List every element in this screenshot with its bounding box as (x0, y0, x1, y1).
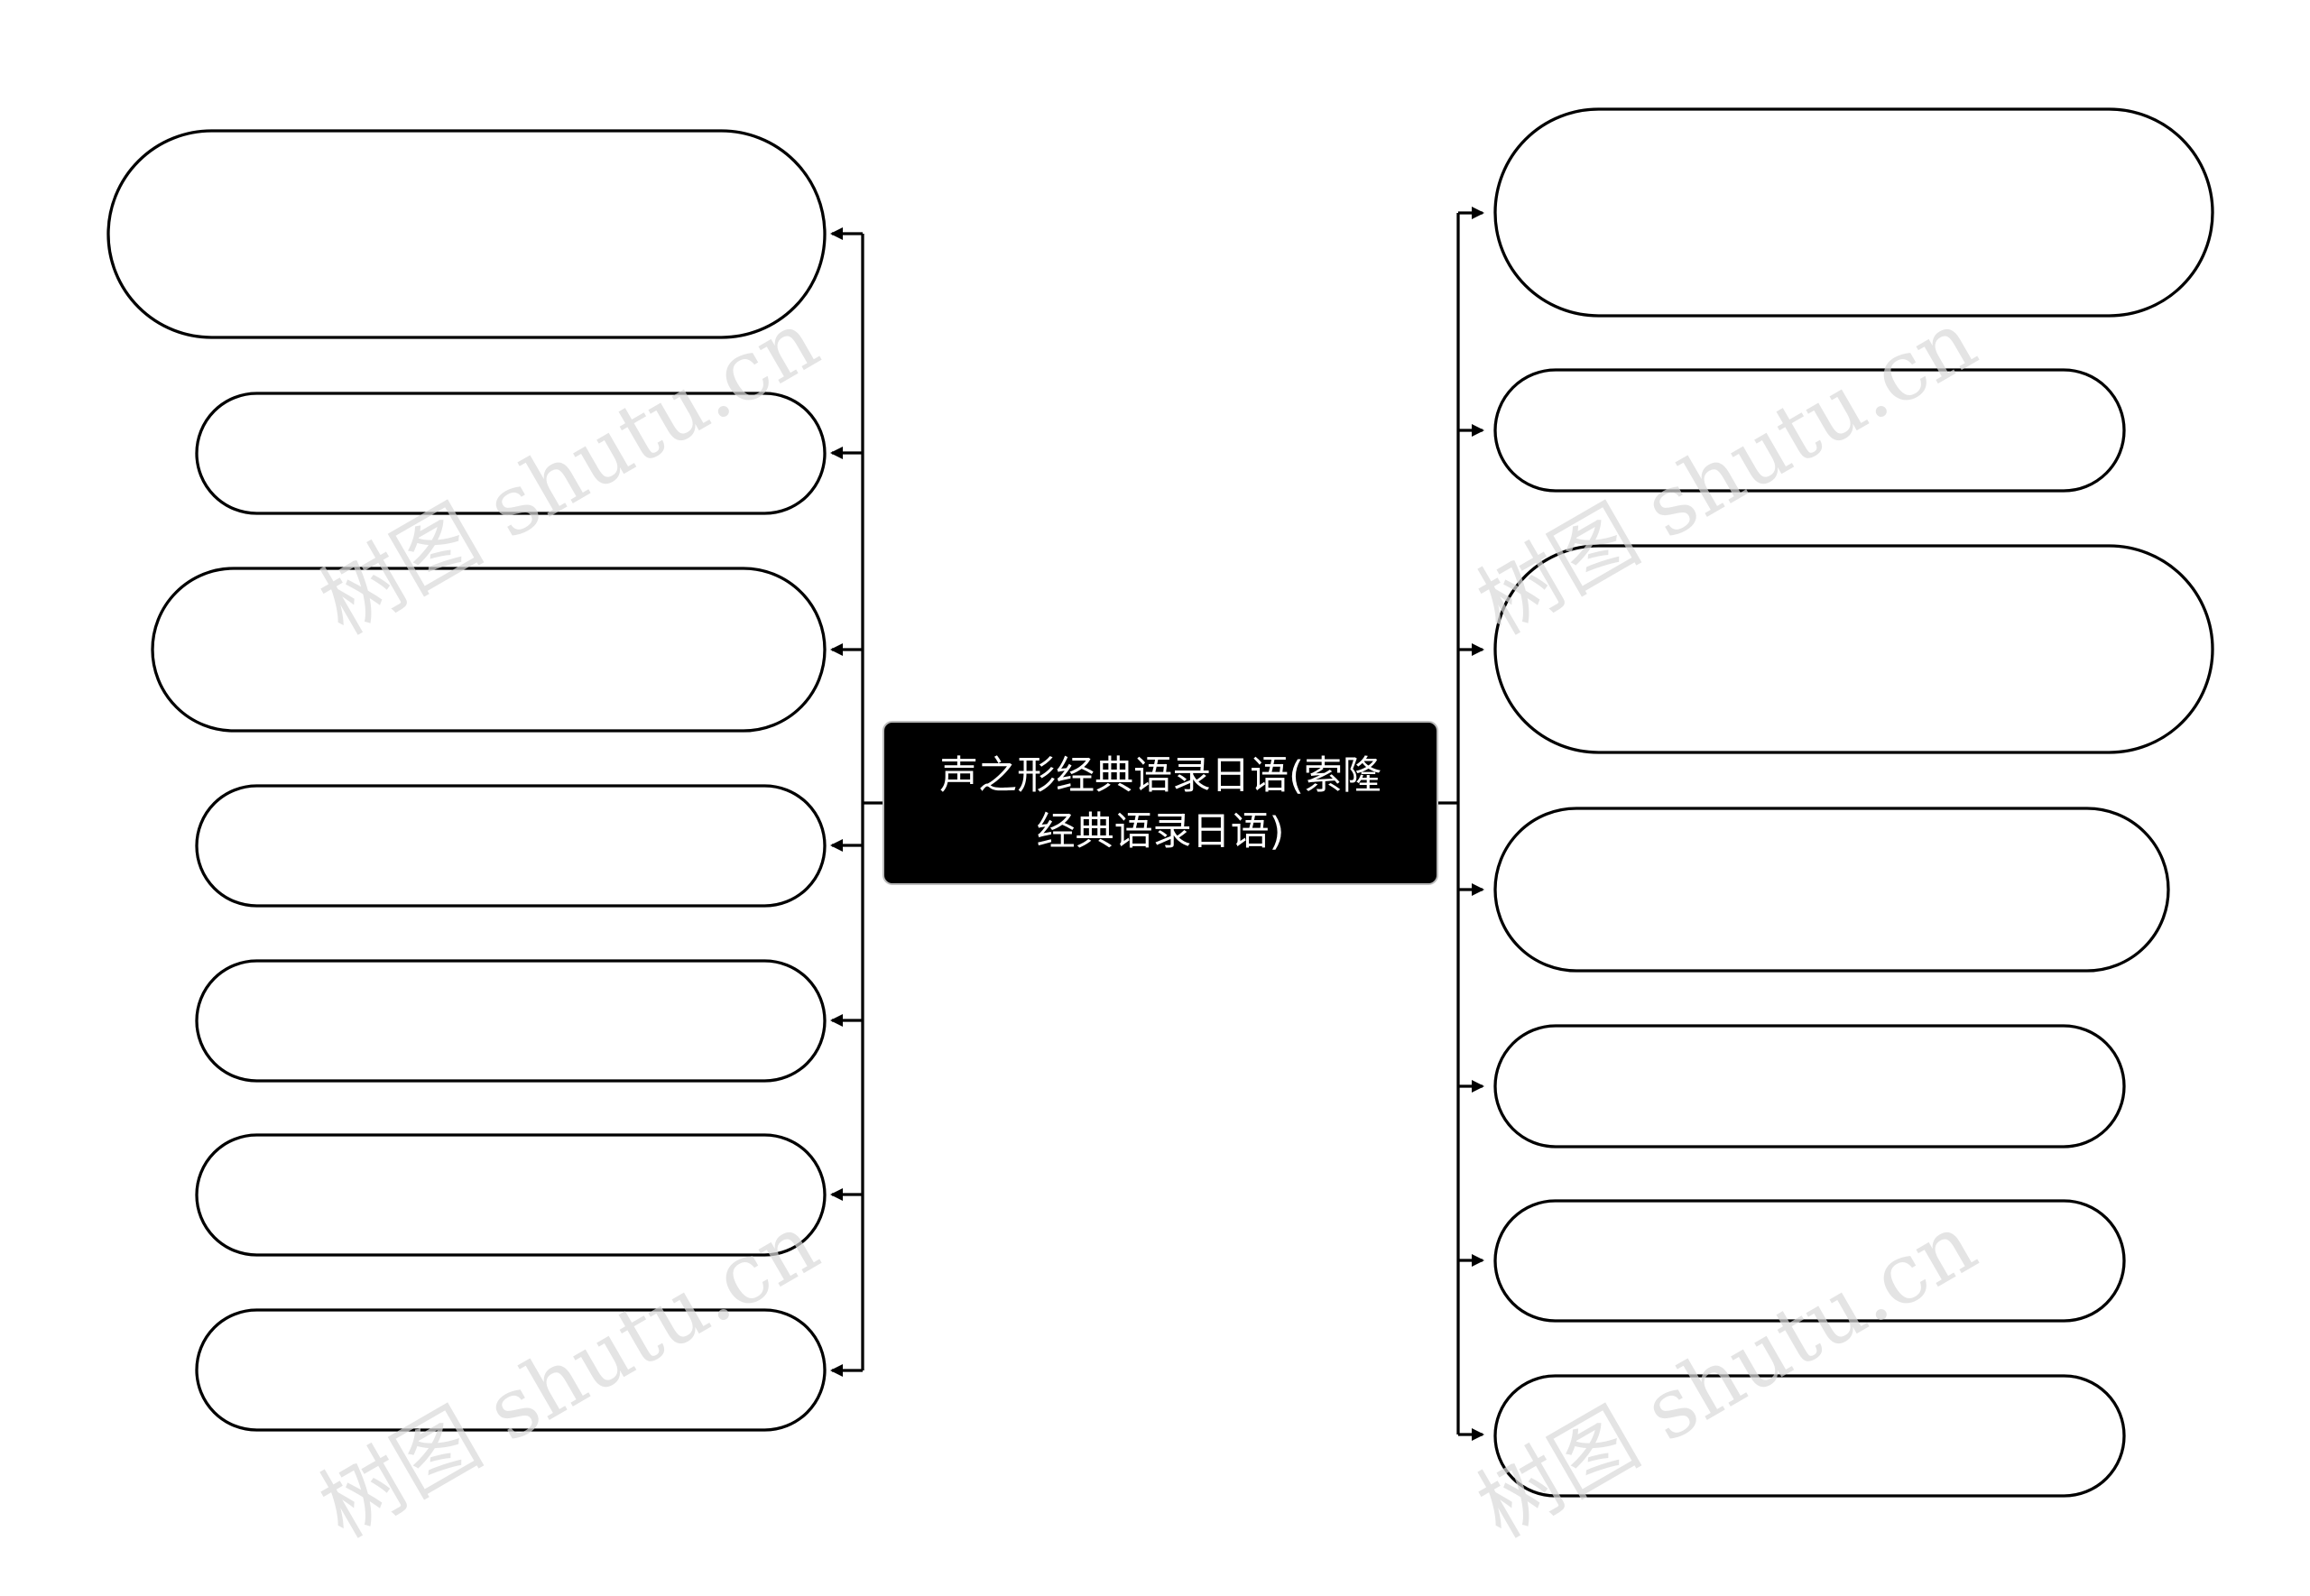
left-branch-node-5[interactable] (195, 959, 827, 1083)
left-connector-trunk (861, 234, 884, 1370)
right-branch-node-4[interactable] (1493, 807, 2170, 973)
center-topic-line-1: 声之形经典语录日语(索隆 (939, 753, 1381, 798)
arrow-left-5 (830, 1014, 843, 1027)
arrow-left-2 (830, 447, 843, 459)
center-topic-box (882, 721, 1438, 885)
arrow-left-4 (830, 839, 843, 852)
right-branch-node-7[interactable] (1493, 1374, 2126, 1498)
right-branch-node-6[interactable] (1493, 1199, 2126, 1323)
right-branch-node-5[interactable] (1493, 1024, 2126, 1149)
left-branch-node-3[interactable] (151, 567, 827, 733)
arrow-left-3 (830, 643, 843, 656)
left-branch-node-7[interactable] (195, 1308, 827, 1432)
arrow-right-4 (1472, 883, 1484, 896)
arrow-left-1 (830, 227, 843, 240)
center-topic-line-2: 经典语录日语) (1037, 809, 1285, 854)
right-branch-node-1[interactable] (1493, 107, 2214, 318)
arrow-right-1 (1472, 207, 1484, 219)
right-connector-trunk (1437, 213, 1460, 1435)
arrow-right-3 (1472, 643, 1484, 656)
right-branch-node-3[interactable] (1493, 544, 2214, 754)
arrow-right-2 (1472, 424, 1484, 437)
arrowheads (830, 207, 1484, 1441)
right-branch-node-2[interactable] (1493, 368, 2126, 493)
arrow-left-7 (830, 1364, 843, 1377)
arrow-right-7 (1472, 1428, 1484, 1441)
arrow-left-6 (830, 1188, 843, 1201)
left-branch-node-1[interactable] (106, 129, 827, 339)
left-branch-node-4[interactable] (195, 784, 827, 908)
arrow-right-5 (1472, 1080, 1484, 1093)
arrow-right-6 (1472, 1254, 1484, 1267)
right-branches (1493, 107, 2214, 1498)
left-branch-node-2[interactable] (195, 392, 827, 515)
left-branches (106, 129, 827, 1432)
center-topic[interactable]: 声之形经典语录日语(索隆 经典语录日语) (882, 721, 1438, 885)
left-branch-node-6[interactable] (195, 1133, 827, 1257)
